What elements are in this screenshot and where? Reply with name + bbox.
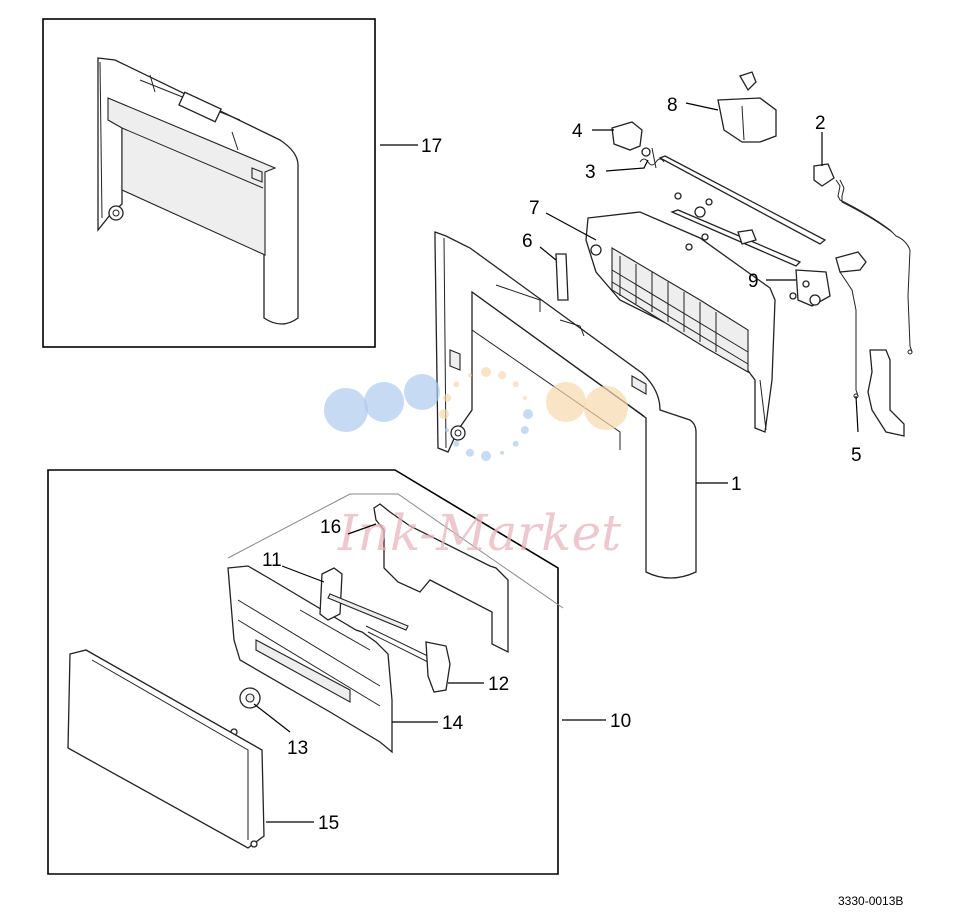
watermark-dot [500, 450, 505, 455]
slider-12 [365, 625, 451, 693]
watermark-dot [364, 382, 404, 422]
knob-13 [230, 687, 261, 736]
watermark-dot [523, 409, 533, 419]
tray-frame-14 [227, 565, 393, 754]
front-cover-assembly-alt [97, 57, 299, 325]
watermark-dot [445, 428, 450, 433]
label-1: 1 [731, 474, 742, 495]
watermark-dot [324, 388, 368, 432]
label-5: 5 [851, 445, 862, 466]
label-11: 11 [262, 550, 282, 571]
label-9: 9 [748, 271, 759, 292]
plate-16 [373, 503, 509, 654]
label-10: 10 [610, 711, 631, 732]
leader-11 [281, 565, 325, 583]
watermark-dot [467, 373, 472, 378]
watermark-dot [584, 386, 628, 430]
front-panel-15 [67, 649, 265, 849]
rail-11 [319, 567, 409, 631]
label-2: 2 [815, 113, 826, 134]
watermark-dot [522, 395, 527, 400]
box-10-frame [47, 469, 559, 875]
latch-4 [611, 121, 651, 157]
watermark-dot [546, 382, 586, 422]
leader-lines [253, 102, 859, 823]
front-cover-1 [434, 231, 697, 579]
watermark-dot [439, 409, 449, 419]
rear-frame-7 [585, 211, 776, 433]
label-6: 6 [522, 231, 533, 252]
bracket-9 [795, 269, 831, 307]
label-14: 14 [442, 713, 464, 734]
watermark-dot [443, 393, 452, 402]
leader-6 [539, 246, 557, 261]
label-3: 3 [585, 162, 596, 183]
label-15: 15 [318, 813, 339, 834]
watermark-dot [453, 440, 460, 447]
watermark-dot [512, 440, 519, 447]
leader-13 [253, 703, 291, 733]
leader-7 [545, 212, 597, 241]
spring-3 [639, 147, 665, 169]
leader-8 [685, 102, 719, 111]
label-13: 13 [287, 738, 308, 759]
watermark: Ink-Market [324, 367, 628, 562]
label-12: 12 [488, 674, 509, 695]
part-6 [555, 253, 569, 301]
watermark-text: Ink-Market [337, 504, 622, 562]
watermark-dot [453, 381, 460, 388]
label-16: 16 [320, 517, 341, 538]
shaft-assembly [658, 155, 827, 267]
leader-16 [347, 523, 377, 535]
watermark-dot [512, 381, 519, 388]
leader-3 [605, 159, 649, 172]
watermark-dot [481, 451, 491, 461]
watermark-dots [324, 367, 628, 461]
watermark-dot [520, 426, 529, 435]
label-4: 4 [572, 121, 583, 142]
inset-17-frame [42, 18, 376, 348]
harness-5 [835, 179, 913, 437]
callout-labels: 17 1 2 3 4 5 6 7 8 9 10 11 12 13 14 15 1… [262, 95, 862, 834]
bracket-8 [717, 71, 777, 143]
mount-2 [813, 163, 835, 187]
drawing-code: 3330-0013B [838, 894, 903, 908]
inset-17 [42, 18, 376, 348]
label-17: 17 [421, 136, 442, 157]
box-10 [47, 469, 564, 875]
label-8: 8 [667, 95, 678, 116]
screws [674, 192, 810, 300]
watermark-dot [404, 374, 440, 410]
watermark-dot [481, 367, 491, 377]
label-7: 7 [529, 198, 540, 219]
leader-5 [855, 395, 859, 433]
watermark-dot [465, 448, 474, 457]
watermark-dot [498, 371, 507, 380]
